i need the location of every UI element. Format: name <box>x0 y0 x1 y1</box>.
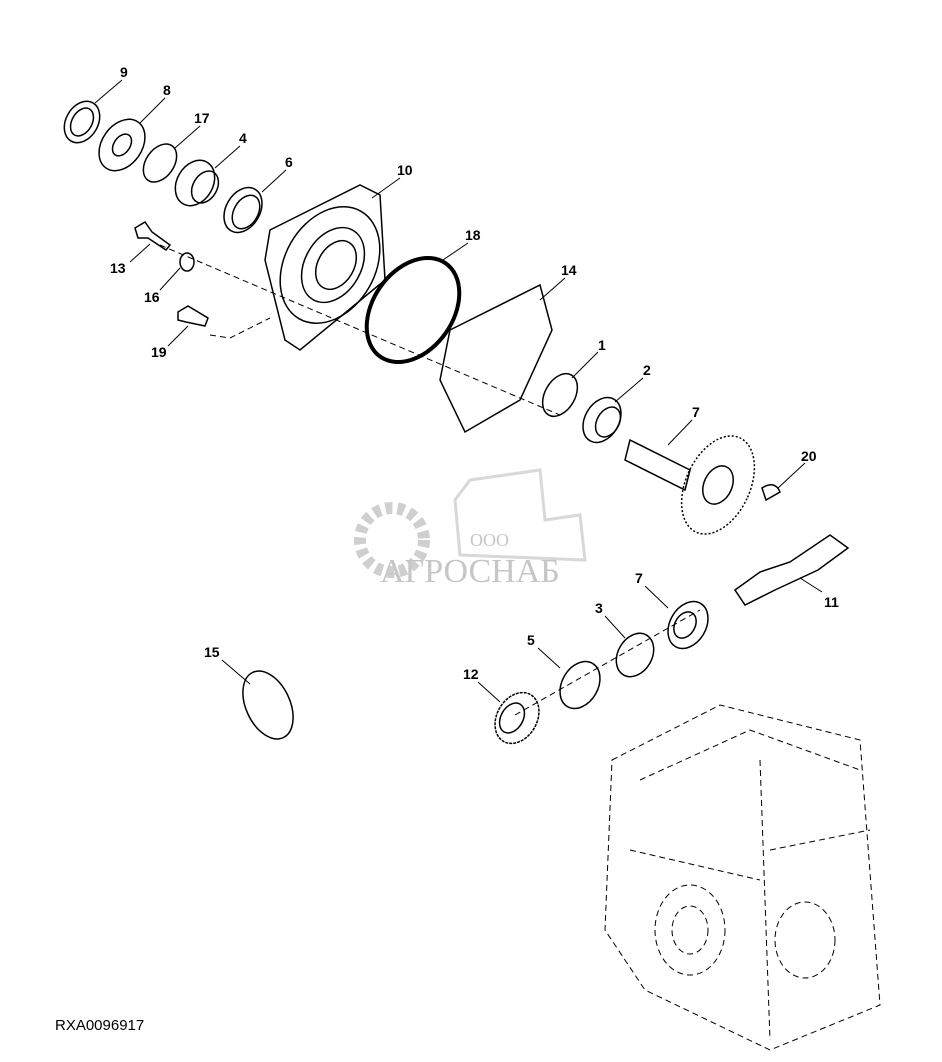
callout-10: 10 <box>397 162 413 178</box>
callout-7-upper: 7 <box>692 404 700 420</box>
part-3-bearing <box>615 632 655 678</box>
callout-1: 1 <box>598 337 606 353</box>
axis-line-upper <box>159 244 561 416</box>
callout-14: 14 <box>561 262 577 278</box>
watermark-logo: ООО АГРОСНАБ <box>354 468 587 590</box>
part-4-bearing <box>174 159 216 207</box>
part-11-shaft <box>733 534 850 606</box>
figure-reference-id: RXA0096917 <box>55 1017 145 1034</box>
callout-16: 16 <box>144 289 160 305</box>
part-5-cup <box>559 660 601 710</box>
part-19-bolt <box>177 305 209 327</box>
part-1-cup <box>541 372 579 418</box>
part-6-cup <box>223 186 263 234</box>
callout-18: 18 <box>465 227 481 243</box>
callout-6: 6 <box>285 154 293 170</box>
callout-20: 20 <box>801 448 817 464</box>
callout-13: 13 <box>110 260 126 276</box>
part-17-snap-ring <box>142 143 178 183</box>
part-8-plate <box>98 118 146 172</box>
part-9-washer <box>63 100 101 144</box>
part-7-bearing-cone <box>667 600 709 650</box>
part-13-bolt <box>134 220 172 252</box>
callout-12: 12 <box>463 666 479 682</box>
callout-4: 4 <box>239 130 247 146</box>
callout-3: 3 <box>595 600 603 616</box>
part-18-o-ring <box>364 255 462 365</box>
watermark-name: АГРОСНАБ <box>380 553 560 590</box>
callout-2: 2 <box>643 362 651 378</box>
callout-11: 11 <box>824 594 839 610</box>
part-16-o-ring <box>179 252 195 272</box>
callout-15: 15 <box>204 644 220 660</box>
callout-5: 5 <box>527 632 535 648</box>
axis-line-lower <box>514 609 701 716</box>
part-12-gear <box>494 691 540 745</box>
callout-7-lower: 7 <box>635 570 643 586</box>
axis-line-bolt <box>209 317 271 339</box>
part-20-key <box>761 484 781 502</box>
callout-19: 19 <box>151 344 167 360</box>
watermark-ooo: ООО <box>470 530 509 550</box>
callout-8: 8 <box>163 82 171 98</box>
part-15-thrust-washer <box>242 670 294 740</box>
part-7-pinion-gear <box>624 435 756 535</box>
part-14-gasket <box>439 283 553 434</box>
leader-lines <box>94 79 823 703</box>
callout-17: 17 <box>194 110 210 126</box>
callout-9: 9 <box>120 64 128 80</box>
part-10-housing <box>264 184 386 351</box>
transmission-case-phantom <box>604 704 881 1051</box>
